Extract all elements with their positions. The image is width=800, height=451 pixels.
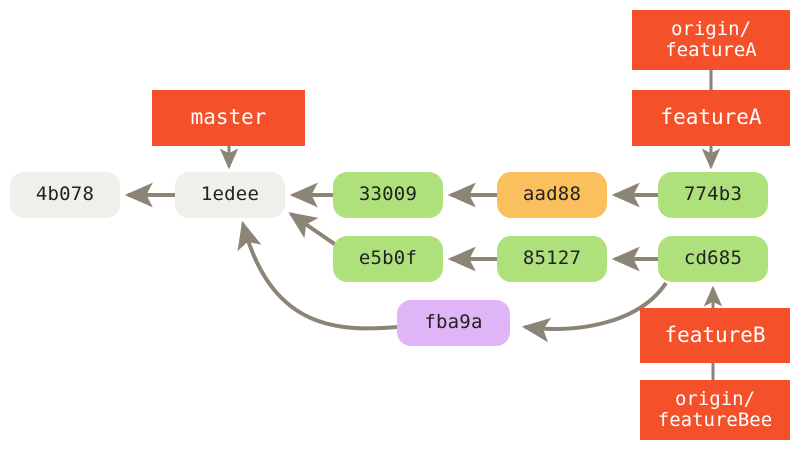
commit-node-1edee[interactable]: 1edee [175,172,285,218]
branch-label-origin-featureA[interactable]: origin/ featureA [632,10,790,70]
commit-node-774b3[interactable]: 774b3 [658,172,768,218]
branch-label-origin-featureBee[interactable]: origin/ featureBee [640,380,790,440]
edge-e5b0f-to-1edee [288,212,338,247]
commit-node-aad88[interactable]: aad88 [497,172,607,218]
commit-node-cd685[interactable]: cd685 [658,236,768,282]
commit-node-e5b0f[interactable]: e5b0f [333,236,443,282]
commit-node-4b078[interactable]: 4b078 [10,172,120,218]
commit-node-33009[interactable]: 33009 [333,172,443,218]
branch-label-featureA[interactable]: featureA [632,90,790,146]
branch-label-featureB[interactable]: featureB [640,308,790,363]
branch-label-master[interactable]: master [152,90,305,146]
commit-node-85127[interactable]: 85127 [497,236,607,282]
commit-node-fba9a[interactable]: fba9a [397,300,510,346]
